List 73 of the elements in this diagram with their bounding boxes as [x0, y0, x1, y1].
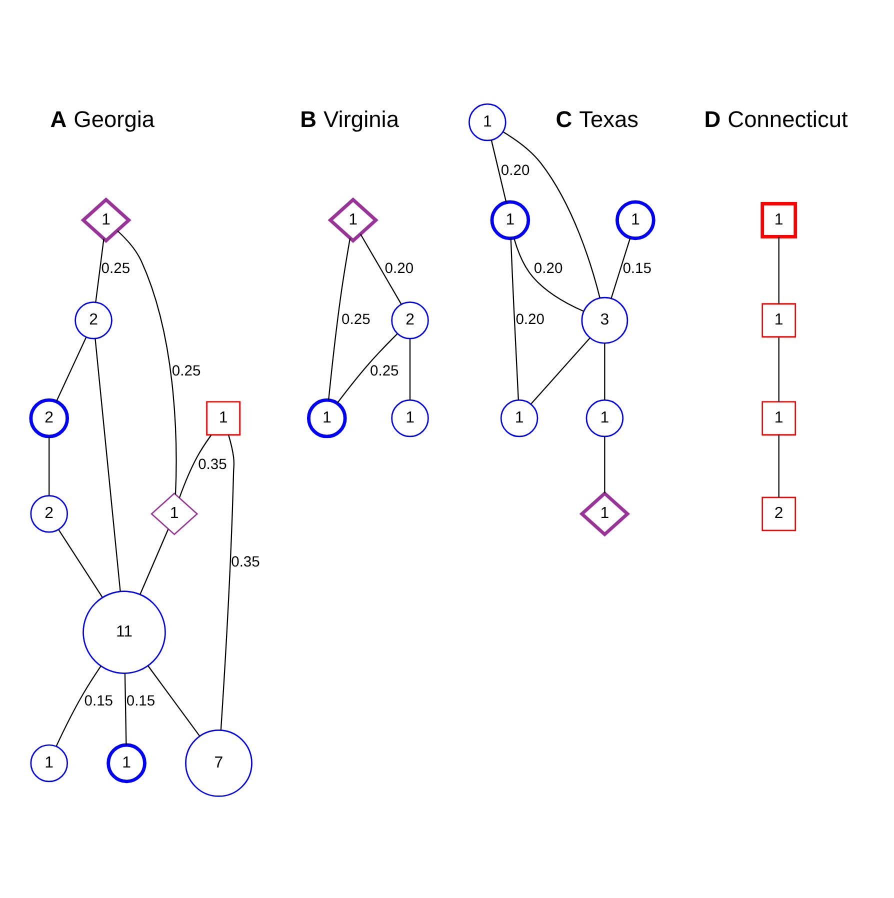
node-circle: 1: [391, 399, 429, 438]
connector: [490, 140, 507, 202]
connector: [604, 436, 606, 494]
connector: [409, 338, 411, 400]
connector: [336, 333, 398, 404]
connector: [503, 132, 600, 298]
edge-label: 0.20: [500, 163, 530, 180]
edge-label: 0.35: [198, 456, 227, 473]
label: A: [50, 106, 67, 132]
node-circle: 2: [391, 301, 429, 340]
node-circle: 1: [468, 103, 506, 142]
connector: [510, 238, 519, 400]
connector: [604, 343, 606, 400]
node-circle: 1: [106, 743, 146, 784]
label: Texas: [579, 106, 639, 132]
node-box: 1: [762, 303, 796, 338]
connector: [220, 434, 235, 730]
edge-label: 0.25: [172, 363, 201, 380]
node-box: 2: [762, 496, 796, 532]
edge-label: 0.20: [384, 260, 414, 277]
connector: [117, 230, 177, 494]
edge-label: 0.25: [370, 363, 399, 380]
node-circle: 2: [29, 398, 70, 438]
connector: [48, 436, 50, 496]
node-box: 1: [760, 202, 798, 238]
node-circle: 1: [616, 200, 656, 240]
connector: [56, 666, 102, 746]
node-circle: 3: [581, 296, 628, 344]
connector: [95, 238, 104, 302]
edge-label: 0.25: [101, 260, 130, 277]
node-diamond: 1: [150, 492, 198, 536]
connector: [140, 529, 169, 595]
connector: [530, 338, 590, 404]
connector: [148, 666, 200, 736]
label: C: [556, 106, 572, 132]
label: B: [300, 106, 317, 132]
edge-label: 0.20: [534, 260, 563, 277]
node-circle: 2: [30, 495, 68, 533]
edge-label: 0.15: [622, 260, 652, 277]
connector: [56, 337, 87, 402]
connector: [178, 434, 212, 498]
connector: [124, 673, 127, 745]
node-circle: 1: [586, 399, 624, 438]
connector: [360, 234, 402, 304]
label: Connecticut: [728, 106, 848, 132]
node-circle: 1: [306, 398, 347, 438]
node-circle: 1: [490, 200, 530, 240]
connector: [514, 238, 584, 312]
node-circle: 1: [500, 399, 538, 438]
node-circle: 1: [30, 744, 68, 782]
label: Virginia: [324, 106, 399, 132]
connector: [94, 338, 121, 592]
node-box: 1: [206, 401, 240, 436]
connector: [778, 434, 780, 498]
edge-label: 0.35: [231, 554, 260, 571]
node-diamond: 1: [80, 197, 132, 243]
connector: [610, 238, 631, 299]
edge-label: 0.25: [342, 312, 370, 328]
node-circle: 11: [82, 590, 166, 674]
node-diamond: 1: [579, 491, 630, 537]
node-diamond: 1: [328, 197, 378, 243]
node-circle: 2: [74, 301, 112, 340]
node-box: 1: [762, 401, 796, 436]
connector: [778, 337, 780, 402]
connector: [58, 529, 103, 598]
label: Georgia: [74, 106, 155, 132]
node-circle: 7: [185, 730, 252, 797]
edge-label: 0.20: [516, 312, 545, 328]
connector: [328, 238, 351, 400]
edge-label: 0.15: [126, 694, 156, 710]
edge-label: 0.15: [84, 694, 114, 710]
label: D: [704, 106, 721, 132]
connector: [778, 237, 780, 304]
